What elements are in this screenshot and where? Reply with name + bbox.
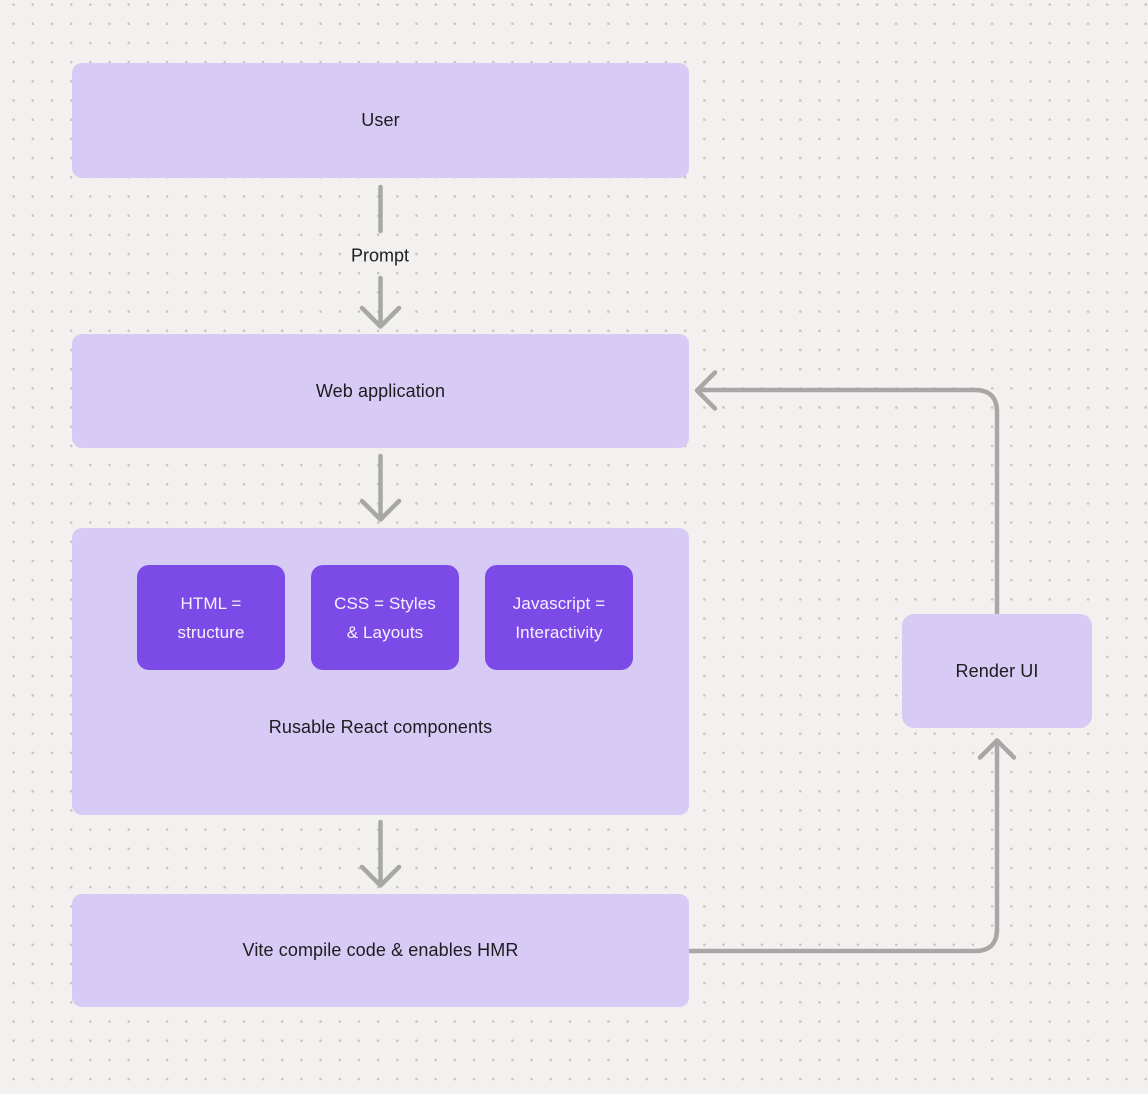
node-html-structure: HTML = structure <box>137 565 285 670</box>
node-vite-label: Vite compile code & enables HMR <box>242 940 519 960</box>
node-user-label: User <box>361 110 400 130</box>
node-javascript-interactivity-line1: Javascript = <box>512 593 606 613</box>
arrow-render-to-webapp <box>694 370 1000 617</box>
node-css-styles-line1: CSS = Styles <box>334 593 436 613</box>
arrow-vite-to-render <box>687 738 1017 954</box>
node-vite: Vite compile code & enables HMR <box>72 894 689 1007</box>
node-render-ui-label: Render UI <box>955 660 1039 681</box>
components-group-caption: Rusable React components <box>268 717 493 737</box>
node-components-group: HTML = structure CSS = Styles & Layouts … <box>72 528 689 815</box>
node-javascript-interactivity: Javascript = Interactivity <box>485 565 633 670</box>
node-html-structure-line2: structure <box>177 622 245 642</box>
node-web-application-label: Web application <box>315 380 446 401</box>
node-css-styles: CSS = Styles & Layouts <box>311 565 459 670</box>
edge-label-prompt: Prompt <box>350 245 410 266</box>
components-row: HTML = structure CSS = Styles & Layouts … <box>137 565 633 670</box>
node-javascript-interactivity-line2: Interactivity <box>515 622 603 642</box>
arrow-webapp-to-components <box>359 453 402 522</box>
node-html-structure-line1: HTML = <box>180 593 242 613</box>
arrow-components-to-vite <box>359 819 402 888</box>
node-render-ui: Render UI <box>902 614 1092 728</box>
node-css-styles-line2: & Layouts <box>346 622 424 642</box>
node-user: User <box>72 63 689 178</box>
arrow-prompt-to-webapp <box>359 275 402 329</box>
node-web-application: Web application <box>72 334 689 448</box>
